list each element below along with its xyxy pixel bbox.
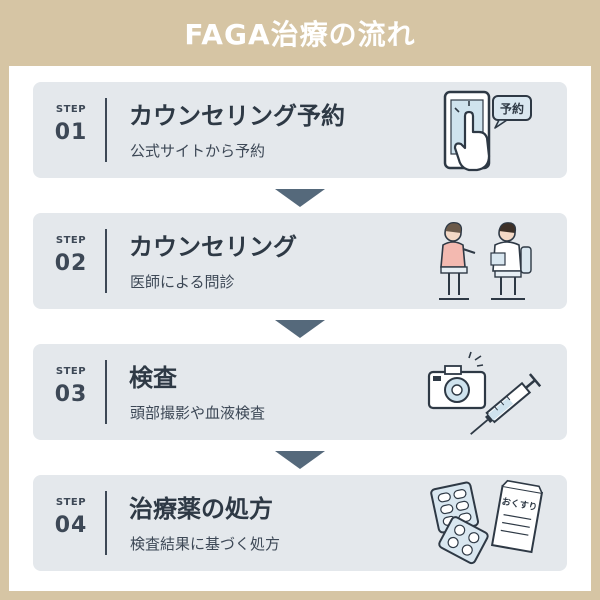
down-arrow-icon [275, 189, 325, 207]
smartphone-tap-icon: 予約 [443, 90, 532, 172]
step-title: カウンセリング予約 [129, 102, 345, 130]
down-arrow-icon [275, 451, 325, 469]
step-divider [105, 98, 107, 162]
step-number: 03 [54, 382, 88, 407]
step-title: 治療薬の処方 [129, 495, 273, 523]
step-card-04: STEP 04 治療薬の処方 検査結果に基づく処方 [33, 475, 567, 571]
step-label: STEP [55, 235, 87, 246]
reserve-badge-text: 予約 [500, 101, 524, 116]
down-arrow-icon [275, 320, 325, 338]
step-label: STEP [55, 104, 87, 115]
step-number: 04 [54, 513, 88, 538]
step-title: 検査 [129, 364, 177, 392]
step-number: 01 [54, 120, 88, 145]
doctor-consultation-icon [439, 222, 532, 300]
step-card-03: STEP 03 検査 頭部撮影や血液検査 [33, 344, 567, 440]
step-subtitle: 頭部撮影や血液検査 [130, 404, 266, 422]
page-title: FAGA治療の流れ [184, 18, 416, 51]
medicine-icon: おくすり [430, 479, 544, 565]
step-card-02: STEP 02 カウンセリング 医師による問診 [33, 213, 567, 309]
step-divider [105, 360, 107, 424]
step-card-01: STEP 01 カウンセリング予約 公式サイトから予約 予約 [33, 82, 567, 178]
step-label: STEP [55, 497, 87, 508]
camera-syringe-icon [427, 351, 542, 435]
step-title: カウンセリング [129, 233, 297, 261]
step-divider [105, 229, 107, 293]
step-subtitle: 医師による問診 [130, 273, 235, 291]
steps-panel: STEP 01 カウンセリング予約 公式サイトから予約 予約 STEP 02 カ… [9, 66, 591, 591]
step-subtitle: 公式サイトから予約 [130, 142, 266, 160]
step-subtitle: 検査結果に基づく処方 [130, 535, 281, 553]
step-number: 02 [54, 251, 88, 276]
step-divider [105, 491, 107, 555]
step-label: STEP [55, 366, 87, 377]
